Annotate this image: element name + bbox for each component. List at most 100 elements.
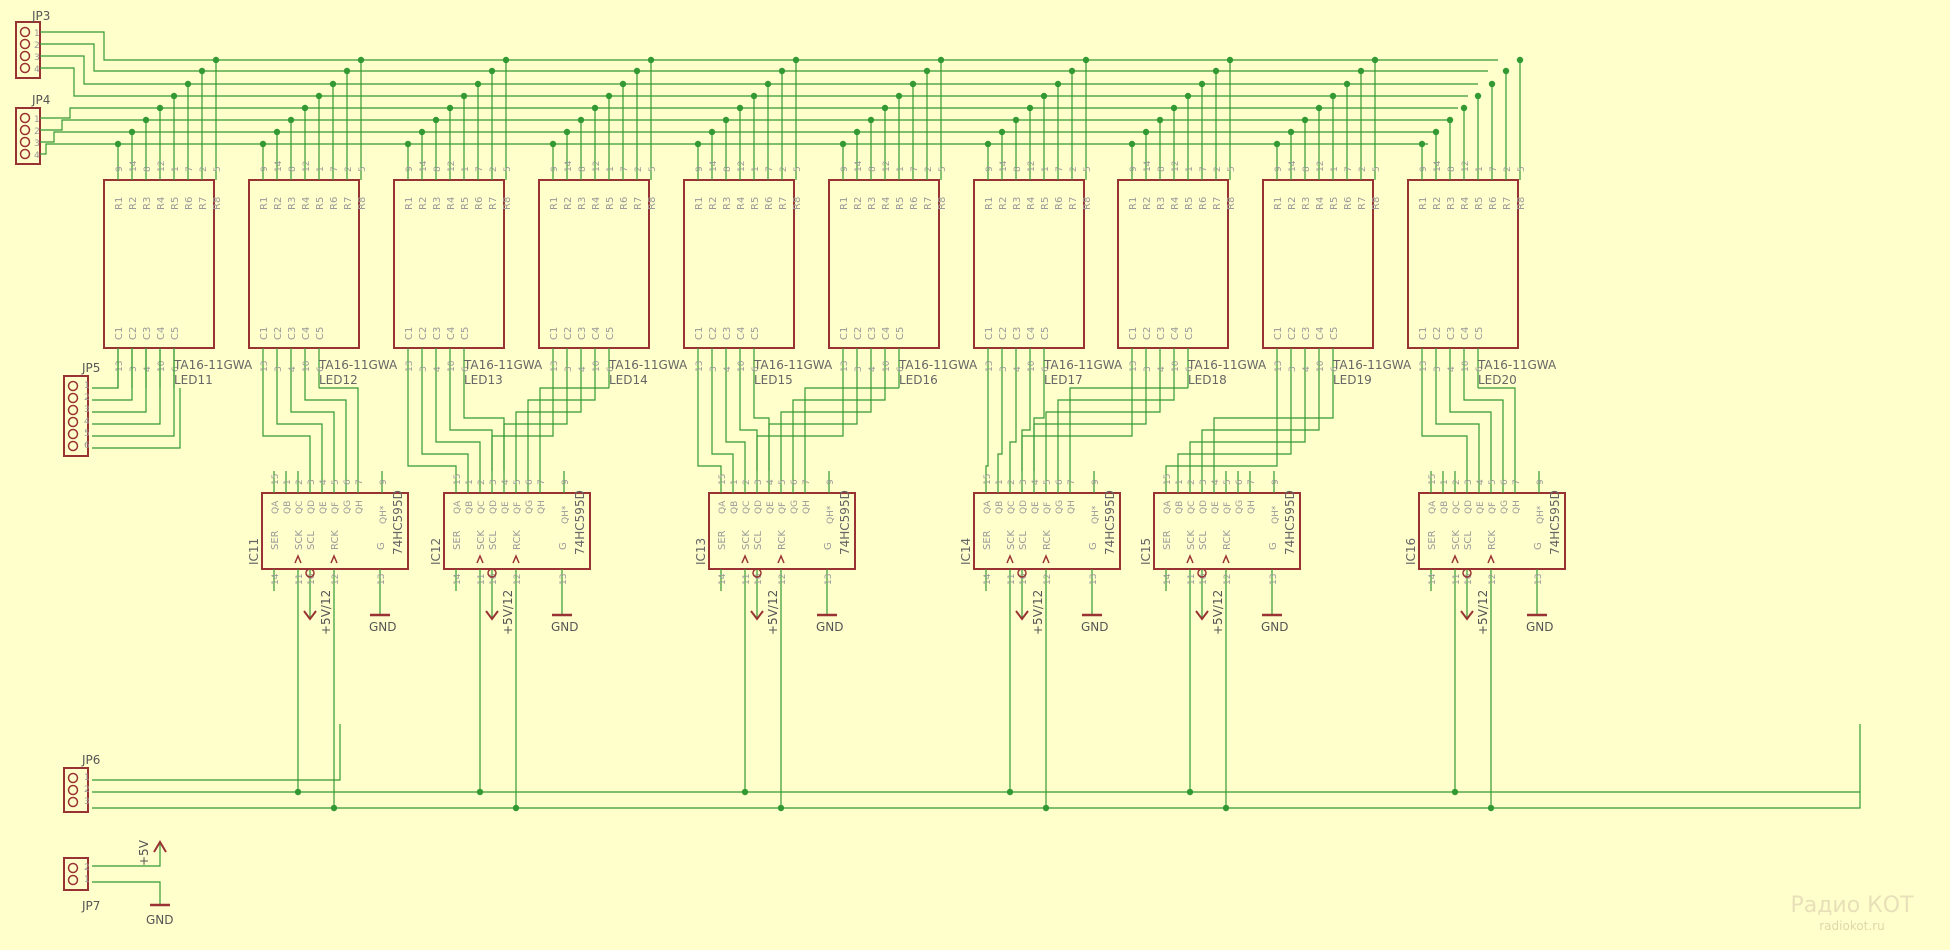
pin-number: 7 xyxy=(1199,166,1209,172)
pin-name: R3 xyxy=(142,197,153,210)
pin-number: 10 xyxy=(754,573,764,585)
junction-dot xyxy=(446,104,454,112)
junction-dot xyxy=(488,67,496,75)
led-to-ic-wire xyxy=(1009,388,1017,471)
label: QH* xyxy=(561,505,571,524)
pin-number: 8 xyxy=(143,166,153,172)
jp5-wire-6 xyxy=(92,388,181,449)
junction-dot xyxy=(647,56,655,64)
jp4-bus-3 xyxy=(40,131,1438,143)
label: 2 xyxy=(84,863,90,873)
pin-number: 1 xyxy=(316,166,326,172)
led-to-ic-wire xyxy=(1421,388,1468,471)
pin-name: QA xyxy=(1428,500,1438,514)
pin-number: 3 xyxy=(129,366,139,372)
pin-name: C5 xyxy=(315,327,326,340)
pin-number: 3 xyxy=(999,366,1009,372)
pin-number: 6 xyxy=(461,366,471,372)
pin-name: R7 xyxy=(198,197,209,210)
jp7-connector xyxy=(63,857,89,891)
jp7-vcc-wire xyxy=(92,842,161,867)
pin-number: 7 xyxy=(910,166,920,172)
pin-number: 3 xyxy=(1019,479,1029,485)
pin-name: C1 xyxy=(1273,327,1284,340)
pin-number: 2 xyxy=(1213,166,1223,172)
gnd-label: GND xyxy=(551,620,579,634)
junction-dot xyxy=(474,80,482,88)
pin-name: R1 xyxy=(694,197,705,210)
pin-number: 12 xyxy=(157,161,167,172)
junction-dot xyxy=(1128,140,1136,148)
pin-number: 10 xyxy=(737,360,747,372)
pin-number: 9 xyxy=(115,166,125,172)
junction-dot xyxy=(750,92,758,100)
junction-dot xyxy=(984,140,992,148)
pin-number: 6 xyxy=(171,366,181,372)
pin-number: 5 xyxy=(1517,166,1527,172)
pin-name: R7 xyxy=(1357,197,1368,210)
pin-name: R7 xyxy=(1502,197,1513,210)
pin-number: 12 xyxy=(1171,161,1181,172)
pin-name: QG xyxy=(343,500,353,514)
pin-name: C4 xyxy=(1170,327,1181,340)
junction-dot xyxy=(1502,67,1510,75)
pin-number: 14 xyxy=(1433,160,1443,172)
led-to-ic-wire xyxy=(1201,388,1320,471)
pin-number: 2 xyxy=(199,166,209,172)
pin-name: R3 xyxy=(287,197,298,210)
pin-number: 7 xyxy=(185,166,195,172)
pin-number: 9 xyxy=(1274,166,1284,172)
pin-number: 2 xyxy=(477,479,487,485)
pin-number: 13 xyxy=(1089,574,1099,585)
pin-name: R6 xyxy=(619,197,630,210)
pin-name: SER xyxy=(452,530,463,550)
junction-dot xyxy=(357,56,365,64)
pin-name: C1 xyxy=(839,327,850,340)
pin-number: 4 xyxy=(1211,479,1221,485)
pin-number: 7 xyxy=(1055,166,1065,172)
pin-name: QD xyxy=(307,500,317,514)
jp6-label: JP6 xyxy=(81,753,100,767)
pin-number: 14 xyxy=(718,573,728,585)
led-to-ic-wire xyxy=(262,388,311,471)
pin-name: C4 xyxy=(446,327,457,340)
pin-name: C3 xyxy=(432,327,443,340)
junction-dot xyxy=(1446,116,1454,124)
pin-number: 14 xyxy=(1428,573,1438,585)
junction-dot xyxy=(867,116,875,124)
pin-name: G xyxy=(558,542,569,550)
pin-name: G xyxy=(823,542,834,550)
pin-number: 8 xyxy=(868,166,878,172)
vcc-arrow-icon xyxy=(303,610,317,621)
led-to-ic-wire xyxy=(1449,388,1492,471)
pin-number: 12 xyxy=(302,161,312,172)
pin-name: R3 xyxy=(1301,197,1312,210)
led-name: LED16 xyxy=(899,373,938,387)
led-name: LED19 xyxy=(1333,373,1372,387)
led-to-ic-wire xyxy=(503,388,568,471)
ic-value: 74HC595D xyxy=(1103,490,1117,555)
vcc-arrow-icon xyxy=(485,610,499,621)
junction-dot xyxy=(1156,116,1164,124)
pin-number: 8 xyxy=(1157,166,1167,172)
pin-number: 9 xyxy=(260,166,270,172)
pin-name: SCK xyxy=(476,530,487,550)
led-to-ic-wire xyxy=(1189,388,1306,471)
pin-name: QF xyxy=(1043,502,1053,514)
pin-number: 7 xyxy=(475,166,485,172)
pin-name: QA xyxy=(1163,500,1173,514)
pin-name: R7 xyxy=(488,197,499,210)
pin-name: C5 xyxy=(605,327,616,340)
pin-name: C5 xyxy=(1040,327,1051,340)
pin-name: QC xyxy=(1007,501,1017,514)
shift-register-ic13 xyxy=(708,492,856,570)
pin-number: 14 xyxy=(1163,573,1173,585)
shift-register-ic14 xyxy=(973,492,1121,570)
pin-number: 15 xyxy=(718,474,728,485)
pin-number: 8 xyxy=(288,166,298,172)
label: QH* xyxy=(1536,505,1546,524)
pin-name: QG xyxy=(1235,500,1245,514)
pin-number: 2 xyxy=(344,166,354,172)
pin-name: QA xyxy=(453,500,463,514)
pin-name: R4 xyxy=(301,197,312,210)
